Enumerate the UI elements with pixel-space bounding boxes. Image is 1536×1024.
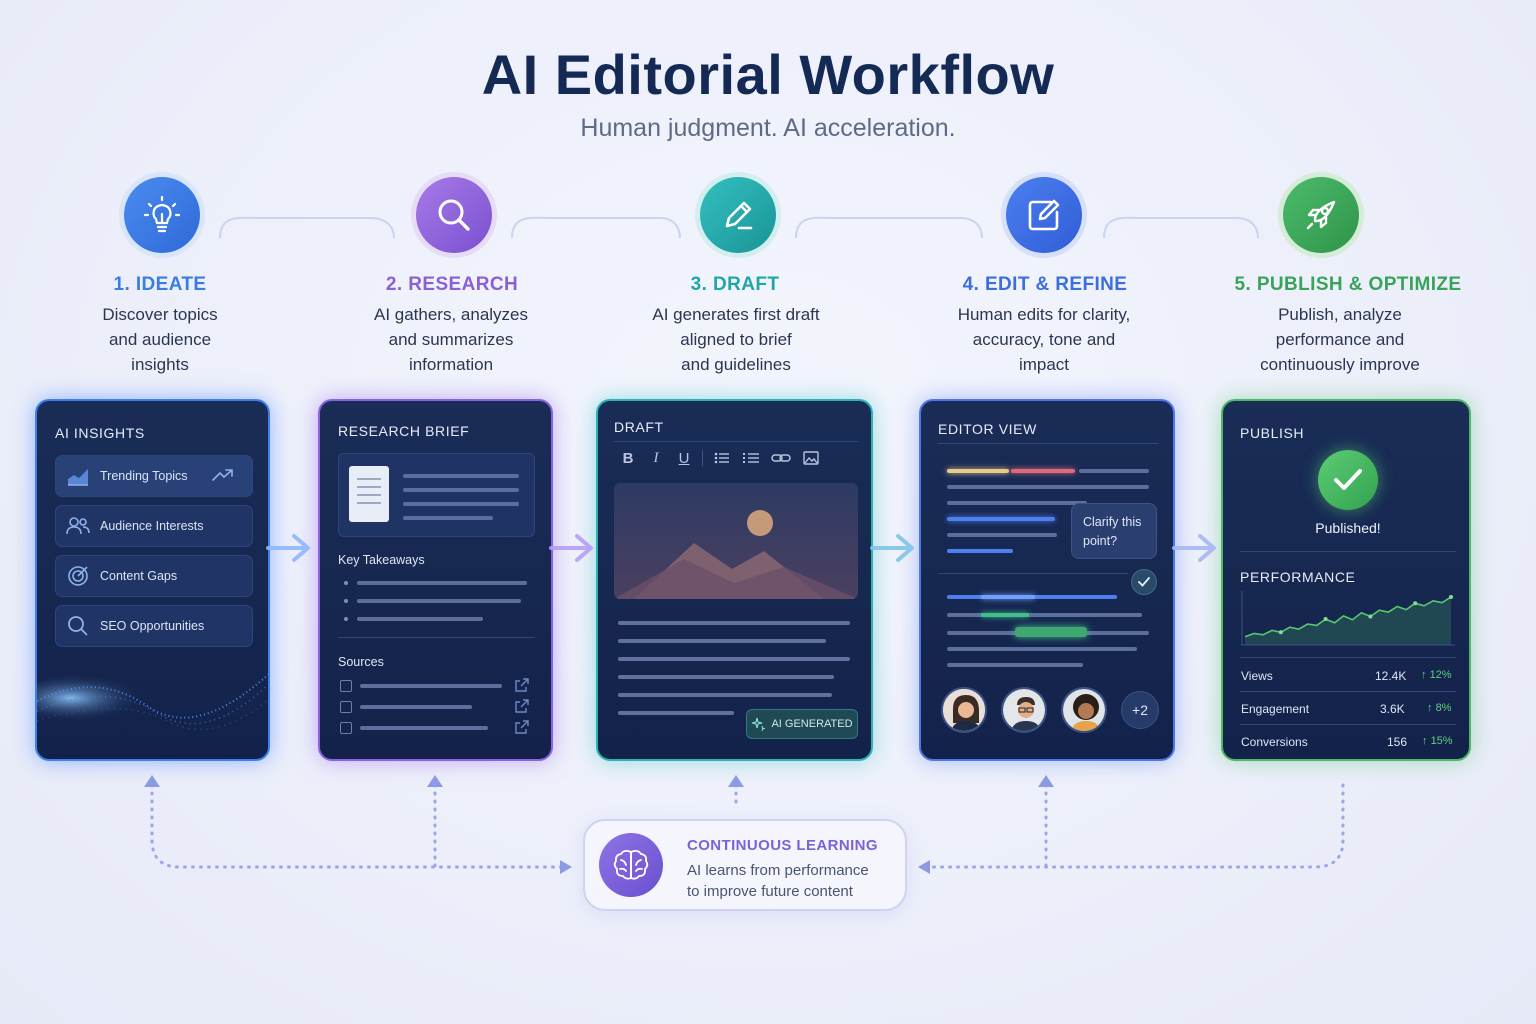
performance-chart: [1241, 591, 1455, 646]
flow-arrow: [549, 534, 593, 562]
document-icon: [349, 466, 389, 522]
research-icon-badge: [411, 172, 497, 258]
step-label: 2. RESEARCH: [385, 274, 519, 295]
key-takeaways-label: Key Takeaways: [338, 553, 425, 567]
image-placeholder: [614, 483, 858, 599]
chart-area-icon: [68, 469, 88, 486]
page-title: AI Editorial Workflow: [481, 43, 1055, 106]
rocket-icon: [1306, 200, 1336, 230]
published-check-icon: [1318, 450, 1378, 510]
sparkle-icon: [752, 717, 766, 731]
users-icon: [66, 517, 90, 535]
publish-icon-badge: [1278, 172, 1364, 258]
performance-label: PERFORMANCE: [1240, 569, 1356, 585]
target-icon: [68, 566, 88, 586]
underline-button[interactable]: U: [678, 449, 690, 467]
card-title: EDITOR VIEW: [938, 421, 1037, 437]
draft-card: DRAFT B I U AI GENERATED: [596, 399, 873, 761]
performance-area: [1245, 597, 1451, 645]
performance-point: [1323, 617, 1328, 622]
search-icon: [438, 199, 470, 231]
performance-point: [1278, 630, 1283, 635]
avatar[interactable]: [1061, 687, 1107, 733]
metric-name: Views: [1241, 669, 1273, 683]
sources-label: Sources: [338, 655, 384, 669]
metric-change: ↑ 15%: [1422, 735, 1453, 747]
avatar[interactable]: [1001, 687, 1047, 733]
draft-icon-badge: [695, 172, 781, 258]
insight-item-gaps[interactable]: Content Gaps: [55, 555, 253, 597]
insight-item-trending[interactable]: Trending Topics: [55, 455, 253, 497]
page-subtitle: Human judgment. AI acceleration.: [580, 114, 956, 142]
edit-icon: [1028, 199, 1060, 231]
metric-change: ↑ 12%: [1421, 669, 1452, 681]
source-doc-icon: [340, 701, 352, 713]
source-doc-icon: [340, 680, 352, 692]
step-label: 3. DRAFT: [690, 274, 780, 295]
document-preview: [338, 453, 535, 537]
numbered-list-icon[interactable]: [737, 450, 767, 466]
step-label: 1. IDEATE: [113, 274, 207, 295]
flow-arrow: [266, 534, 310, 562]
performance-point: [1449, 595, 1453, 599]
learning-title: CONTINUOUS LEARNING: [687, 837, 878, 854]
editor-toolbar: B I U: [614, 445, 858, 471]
ideate-icon-badge: [119, 172, 205, 258]
metric-change: ↑ 8%: [1427, 702, 1452, 714]
step-label: 4. EDIT & REFINE: [962, 274, 1128, 295]
card-title: AI INSIGHTS: [55, 425, 145, 441]
performance-point: [1413, 601, 1418, 606]
publish-card: PUBLISH Published! PERFORMANCE Views 12.…: [1221, 399, 1471, 761]
flow-arrow: [870, 534, 914, 562]
metric-value: 12.4K: [1375, 669, 1407, 683]
trend-up-icon: [212, 468, 233, 481]
link-icon[interactable]: [767, 450, 797, 466]
research-brief-card: RESEARCH BRIEF Key Takeaways Sources: [318, 399, 553, 761]
flow-arrow: [1172, 534, 1216, 562]
insight-item-seo[interactable]: SEO Opportunities: [55, 605, 253, 647]
brain-icon: [599, 833, 663, 897]
insight-item-audience[interactable]: Audience Interests: [55, 505, 253, 547]
card-title: PUBLISH: [1240, 425, 1305, 441]
external-link-icon[interactable]: [515, 699, 529, 713]
external-link-icon[interactable]: [515, 720, 529, 734]
image-icon[interactable]: [797, 450, 827, 466]
external-link-icon[interactable]: [515, 678, 529, 692]
lightbulb-icon: [143, 195, 181, 233]
particle-wave: [37, 671, 268, 731]
metric-name: Conversions: [1241, 735, 1308, 749]
ai-generated-badge: AI GENERATED: [746, 709, 858, 739]
pencil-icon: [725, 201, 753, 230]
ai-insights-card: AI INSIGHTS Trending Topics Audience Int…: [35, 399, 270, 761]
edit-icon-badge: [1001, 172, 1087, 258]
approved-check-icon[interactable]: [1131, 569, 1157, 595]
card-title: RESEARCH BRIEF: [338, 423, 470, 439]
step-label: 5. PUBLISH & OPTIMIZE: [1234, 274, 1462, 295]
source-doc-icon: [340, 722, 352, 734]
metric-value: 156: [1387, 735, 1408, 749]
avatar[interactable]: [941, 687, 987, 733]
card-title: DRAFT: [614, 419, 664, 435]
metric-value: 3.6K: [1380, 702, 1405, 716]
published-status: Published!: [1315, 520, 1381, 536]
bold-button[interactable]: B: [622, 449, 634, 467]
step-description: Human edits for clarity,accuracy, tone a…: [957, 305, 1131, 374]
landscape-image-icon: [614, 510, 858, 599]
continuous-learning-box: CONTINUOUS LEARNING AI learns from perfo…: [583, 819, 907, 911]
performance-point: [1368, 614, 1373, 619]
metric-name: Engagement: [1241, 702, 1310, 716]
italic-button[interactable]: I: [653, 449, 659, 466]
search-icon: [68, 616, 88, 636]
bullet-list-icon[interactable]: [707, 450, 737, 466]
more-collaborators-badge[interactable]: +2: [1121, 691, 1159, 729]
